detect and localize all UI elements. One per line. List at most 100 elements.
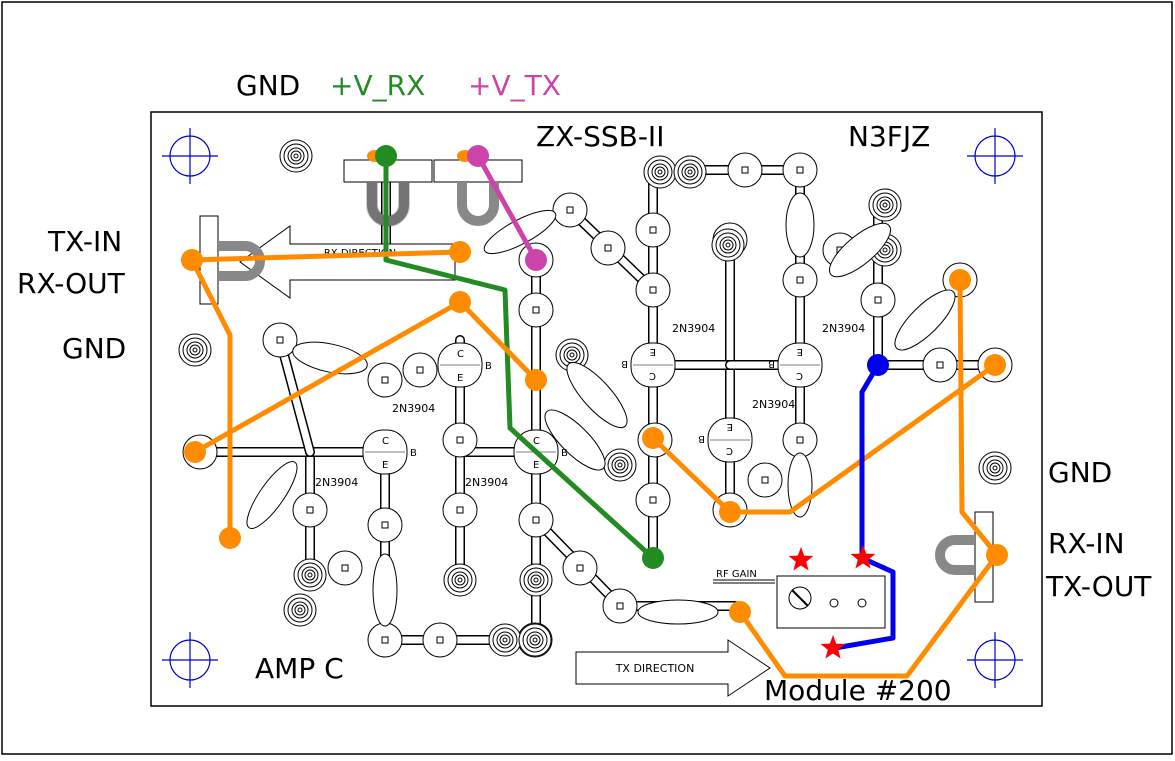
pcb-pads xyxy=(178,139,1013,658)
part-label: 2N3904 xyxy=(465,476,508,489)
wire-endpoint xyxy=(184,441,206,463)
rf-gain-potentiometer: RF GAIN xyxy=(713,569,886,629)
wire-endpoint xyxy=(375,145,397,167)
mounting-holes xyxy=(162,128,1023,688)
pin-b-label: B xyxy=(485,361,492,372)
capacitor xyxy=(246,461,298,529)
part-label: 2N3904 xyxy=(315,476,358,489)
capacitor xyxy=(544,409,606,471)
via-pad xyxy=(443,563,477,597)
part-label: 2N3904 xyxy=(752,398,795,411)
via-pad xyxy=(488,623,522,657)
star-markers xyxy=(788,545,876,659)
via-pad xyxy=(519,563,553,597)
capacitor xyxy=(566,361,628,429)
pad xyxy=(367,507,403,543)
pad xyxy=(635,212,671,248)
pin-b-label: B xyxy=(621,358,628,369)
blue-wire xyxy=(832,362,896,651)
header-v-tx-label: +V_TX xyxy=(468,69,561,102)
pad xyxy=(442,492,478,528)
pin-c-label: C xyxy=(649,370,656,381)
pad xyxy=(327,550,363,586)
pin-e-label: E xyxy=(533,460,539,471)
tx-direction-label: TX DIRECTION xyxy=(615,662,695,675)
pin-e-label: E xyxy=(797,346,803,357)
tx-in-label: TX-IN xyxy=(47,225,122,258)
via-pad xyxy=(868,188,902,222)
wire-endpoint xyxy=(642,547,664,569)
pin-c-label: C xyxy=(796,370,803,381)
pin-c-label: C xyxy=(382,436,389,447)
pad xyxy=(782,152,818,188)
wire-endpoint xyxy=(449,241,471,263)
pad xyxy=(367,622,403,658)
via-pad xyxy=(518,623,552,657)
capacitors xyxy=(246,192,956,627)
pad xyxy=(262,322,298,358)
pad xyxy=(442,422,478,458)
gnd-wire xyxy=(737,277,1000,679)
mounting-hole xyxy=(967,632,1023,688)
gnd-right-label: GND xyxy=(1048,456,1112,489)
capacitor xyxy=(894,289,956,351)
pad xyxy=(292,492,328,528)
via-pad xyxy=(978,451,1012,485)
wire-endpoint xyxy=(181,249,203,271)
transistor-2n3904: C E B 2N3904 xyxy=(621,322,715,388)
red-star-marker xyxy=(788,547,814,571)
wires xyxy=(189,153,1000,679)
power-connector-tx xyxy=(433,159,523,226)
via-pad xyxy=(603,448,637,482)
gnd-left-label: GND xyxy=(62,332,126,365)
mounting-hole xyxy=(162,632,218,688)
wire-endpoint xyxy=(986,544,1008,566)
pad xyxy=(727,152,763,188)
tx-out-label: TX-OUT xyxy=(1045,570,1152,603)
tx-direction-arrow: TX DIRECTION xyxy=(575,639,771,697)
wire-endpoint xyxy=(525,249,547,271)
pad xyxy=(367,362,403,398)
via-pad xyxy=(643,155,677,189)
via-pad xyxy=(293,558,327,592)
pad xyxy=(860,282,896,318)
capacitor xyxy=(372,553,398,627)
pin-b-label: B xyxy=(561,448,568,459)
rf-gain-label: RF GAIN xyxy=(716,569,757,580)
pad xyxy=(782,422,818,458)
red-star-marker xyxy=(850,545,876,569)
pad xyxy=(602,588,638,624)
wire-endpoint xyxy=(219,527,241,549)
red-star-marker xyxy=(820,635,846,659)
pad xyxy=(518,502,554,538)
pin-c-label: C xyxy=(726,445,733,456)
gnd-wire xyxy=(189,249,463,263)
wire-endpoint xyxy=(642,427,664,449)
via-pad xyxy=(673,155,707,189)
part-label: 2N3904 xyxy=(822,322,865,335)
mounting-hole xyxy=(162,128,218,184)
pad xyxy=(402,352,438,388)
pin-e-label: E xyxy=(650,346,656,357)
pin-c-label: C xyxy=(457,349,464,360)
pad xyxy=(782,262,818,298)
wire-endpoints xyxy=(181,145,1008,623)
amp-label: AMP C xyxy=(255,652,344,685)
module-label: Module #200 xyxy=(764,674,952,707)
pin-b-label: B xyxy=(410,448,417,459)
capacitor xyxy=(637,599,719,625)
wire-endpoint xyxy=(949,269,971,291)
board-title: ZX-SSB-II xyxy=(536,120,664,153)
mounting-hole xyxy=(967,128,1023,184)
tx-power-wire xyxy=(475,153,539,263)
part-label: 2N3904 xyxy=(392,402,435,415)
board-callsign: N3FJZ xyxy=(848,120,930,153)
part-label: 2N3904 xyxy=(672,322,715,335)
gnd-wire xyxy=(189,257,233,541)
header-gnd-label: GND xyxy=(236,69,300,102)
